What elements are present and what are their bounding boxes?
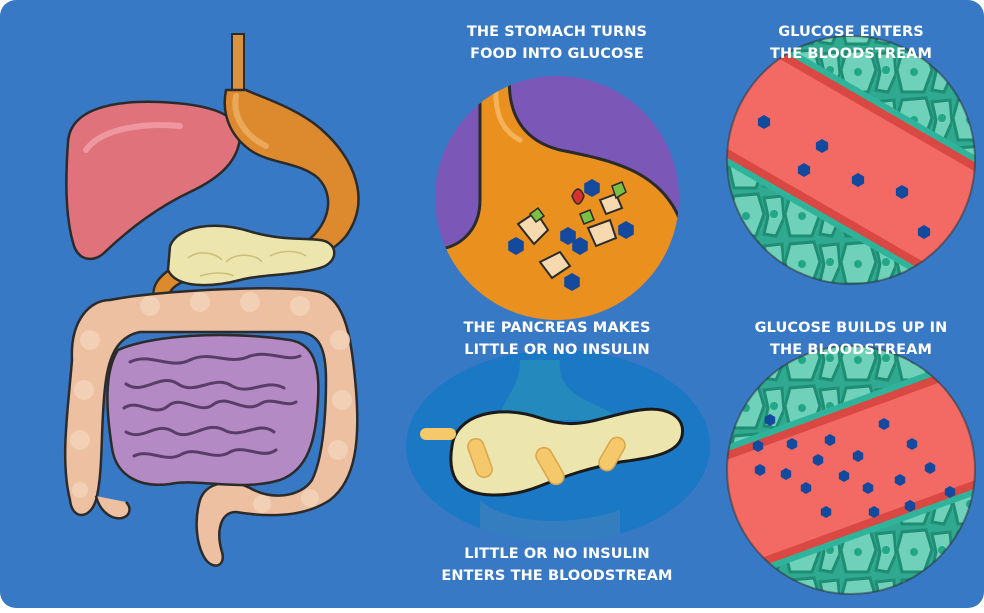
label-glucose-builds-line2: THE BLOODSTREAM — [706, 339, 984, 361]
esophagus — [232, 34, 244, 96]
label-stomach-turns-food: THE STOMACH TURNS FOOD INTO GLUCOSE — [412, 21, 702, 65]
label-glucose-enters-line1: GLUCOSE ENTERS — [706, 21, 984, 43]
label-pancreas-makes: THE PANCREAS MAKES LITTLE OR NO INSULIN — [412, 317, 702, 361]
label-stomach-line1: THE STOMACH TURNS — [412, 21, 702, 43]
label-stomach-line2: FOOD INTO GLUCOSE — [412, 43, 702, 65]
label-insulin-enters-line2: ENTERS THE BLOODSTREAM — [412, 565, 702, 587]
label-pancreas-line2: LITTLE OR NO INSULIN — [412, 339, 702, 361]
label-pancreas-line1: THE PANCREAS MAKES — [412, 317, 702, 339]
label-insulin-enters-line1: LITTLE OR NO INSULIN — [412, 543, 702, 565]
label-glucose-builds-line1: GLUCOSE BUILDS UP IN — [706, 317, 984, 339]
insulin-particle — [420, 428, 456, 440]
label-glucose-enters-line2: THE BLOODSTREAM — [706, 43, 984, 65]
label-glucose-enters: GLUCOSE ENTERS THE BLOODSTREAM — [706, 21, 984, 65]
label-glucose-builds-up: GLUCOSE BUILDS UP IN THE BLOODSTREAM — [706, 317, 984, 361]
label-insulin-enters: LITTLE OR NO INSULIN ENTERS THE BLOODSTR… — [412, 543, 702, 587]
